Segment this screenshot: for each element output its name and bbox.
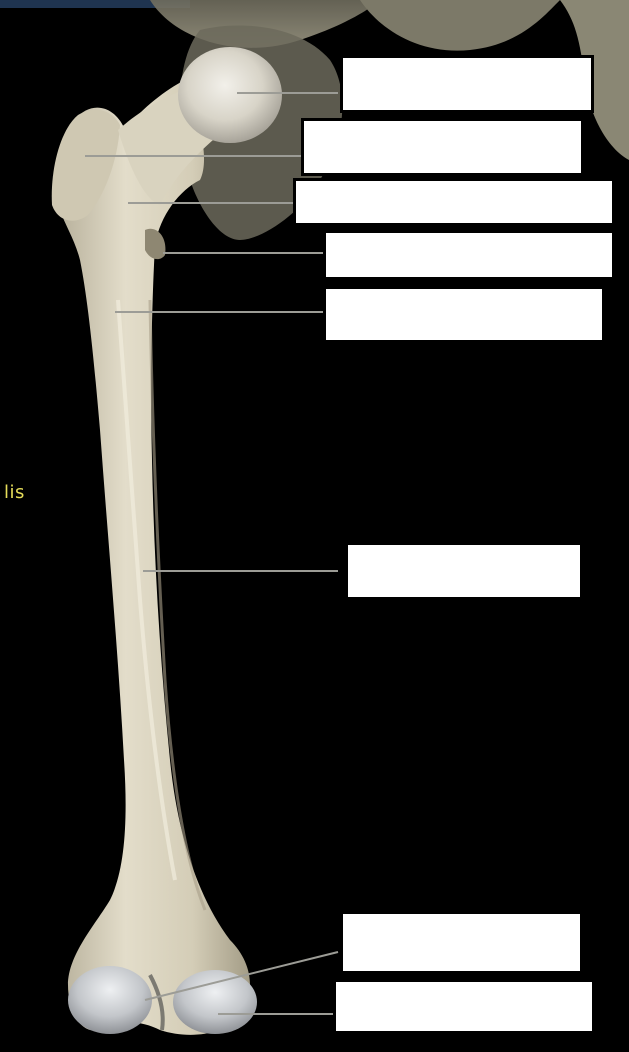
label-box-medial-condyle[interactable] [340,911,583,974]
label-box-shaft[interactable] [345,542,583,600]
femoral-head [178,47,282,143]
label-box-femoral-neck[interactable] [293,178,615,226]
medial-condyle [68,966,152,1034]
lateral-condyle [173,970,257,1034]
label-box-lesser-trochanter[interactable] [323,230,615,280]
label-box-femoral-head[interactable] [340,55,594,113]
label-box-lateral-condyle[interactable] [333,979,595,1034]
partial-edge-text: lis [4,482,25,503]
label-box-greater-trochanter[interactable] [301,118,584,176]
label-box-intertrochanteric-line[interactable] [323,286,605,343]
